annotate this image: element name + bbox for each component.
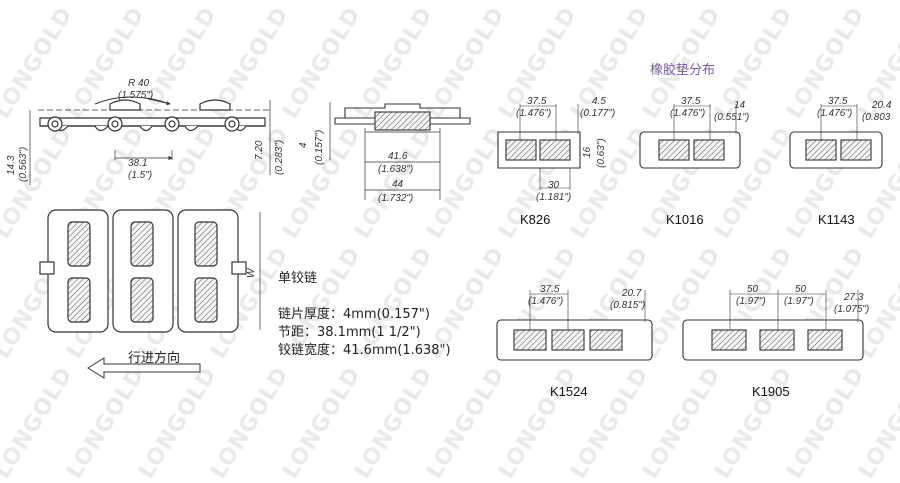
chain-type-title: 单铰链 [278,271,317,286]
k1905-dim3: 27.3 [843,292,864,303]
technical-drawing: R 40 (1.575") 38.1 (1.5") 14.3 (0.563") … [6,62,892,399]
model-name-k1016: K1016 [666,212,704,227]
height-left-label: 14.3 [6,155,17,175]
k1905-dim1-inch: (1.97") [736,296,766,307]
k1143-dim2: 20.4 [871,100,892,111]
k826-dim2-inch: (0.177") [580,108,615,119]
k1905-dim2: 50 [795,284,807,295]
spec-line-thickness: 链片厚度：4mm(0.157") [278,306,430,322]
height-right-inch-label: (0.283") [274,140,285,175]
width-inch-label: (1.732") [378,193,413,204]
width-label: 44 [392,179,404,190]
height-right-label: 7.20 [254,140,265,160]
model-name-k1524: K1524 [550,384,588,399]
model-name-k1143: K1143 [818,212,855,227]
k1524-dim1-inch: (1.476") [528,296,563,307]
k1524-dim1: 37.5 [540,284,560,295]
w-label: W [246,267,257,278]
pad-layout-k1143: 37.5 (1.476") 20.4 (0.803 K1143 [789,96,892,227]
k1016-dim2-inch: (0.551") [714,112,749,123]
k1143-dim1-inch: (1.476") [817,108,852,119]
direction-arrow-icon [87,357,201,379]
k1905-dim3-inch: (1.075") [834,304,869,315]
k826-dim1: 37.5 [527,96,547,107]
spec-line-hinge-width: 铰链宽度：41.6mm(1.638") [278,342,451,358]
thickness-label: 4 [298,142,309,148]
hinge-width-label: 41.6 [388,151,408,162]
section-view [329,102,471,200]
k826-dim4: 30 [548,180,560,191]
pitch-inch-label: (1.5") [128,170,152,181]
k826-dim3: 16 [582,146,593,158]
model-name-k826: K826 [520,212,550,227]
hinge-width-inch-label: (1.638") [378,164,413,175]
k826-dim4-inch: (1.181") [536,192,571,203]
radius-label: R 40 [128,78,150,89]
k1016-dim1-inch: (1.476") [670,108,705,119]
k826-dim1-inch: (1.476") [516,108,551,119]
direction-label: 行进方向 [128,350,180,366]
pitch-label: 38.1 [128,158,147,169]
spec-line-pitch: 节距：38.1mm(1 1/2") [278,325,421,340]
pad-layout-k1016: 37.5 (1.476") 14 (0.551") K1016 [639,96,749,227]
k826-dim2: 4.5 [592,96,606,107]
thickness-inch-label: (0.157") [314,130,325,165]
pad-layout-k1524: 37.5 (1.476") 20.7 (0.815") K1524 [496,284,653,399]
k1524-dim2: 20.7 [621,288,642,299]
k1905-dim1: 50 [747,284,759,295]
side-view [29,96,271,185]
model-name-k1905: K1905 [752,384,790,399]
k826-dim3-inch: (0.63") [596,138,607,168]
k1143-dim1: 37.5 [828,96,848,107]
k1524-dim2-inch: (0.815") [610,300,645,311]
k1905-dim2-inch: (1.97") [784,296,814,307]
rubber-pad-title: 橡胶垫分布 [650,62,715,78]
k1143-dim2-inch: (0.803 [862,112,891,123]
plan-view [39,209,261,333]
k1016-dim2: 14 [734,100,746,111]
height-left-inch-label: (0.563") [18,147,29,182]
pad-layout-k826: 37.5 (1.476") 4.5 (0.177") 16 (0.63") 30… [497,96,615,227]
pad-layout-k1905: 50 (1.97") 50 (1.97") 27.3 (1.075") K190… [682,284,869,399]
radius-inch-label: (1.575") [118,90,153,101]
k1016-dim1: 37.5 [681,96,701,107]
